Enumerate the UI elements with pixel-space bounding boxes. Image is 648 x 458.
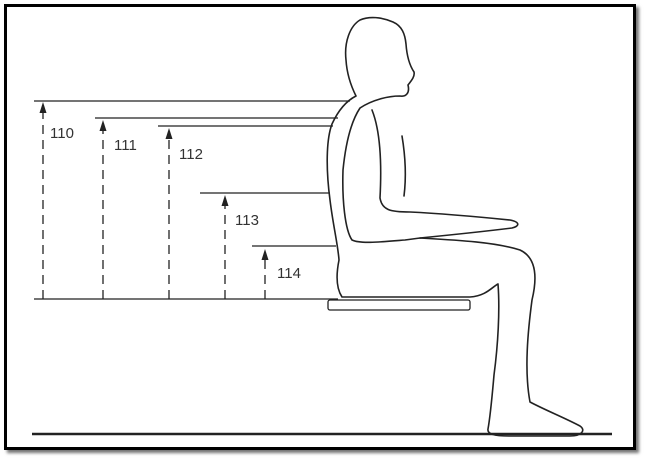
- label-112: 112: [179, 146, 203, 163]
- arrowhead-110: [39, 102, 47, 113]
- torso-front-line: [401, 135, 407, 197]
- arm-outline: [371, 109, 519, 239]
- human-figure-outline: [326, 16, 584, 437]
- arrowhead-111: [99, 120, 107, 131]
- arrowhead-112: [165, 128, 173, 139]
- figure-frame: [4, 4, 636, 450]
- label-111: 111: [114, 137, 137, 154]
- label-110: 110: [50, 125, 74, 142]
- arrowhead-114: [261, 249, 269, 260]
- label-113: 113: [235, 212, 259, 229]
- seat-board: [327, 299, 471, 311]
- arrowhead-113: [221, 195, 229, 206]
- label-114: 114: [277, 265, 301, 282]
